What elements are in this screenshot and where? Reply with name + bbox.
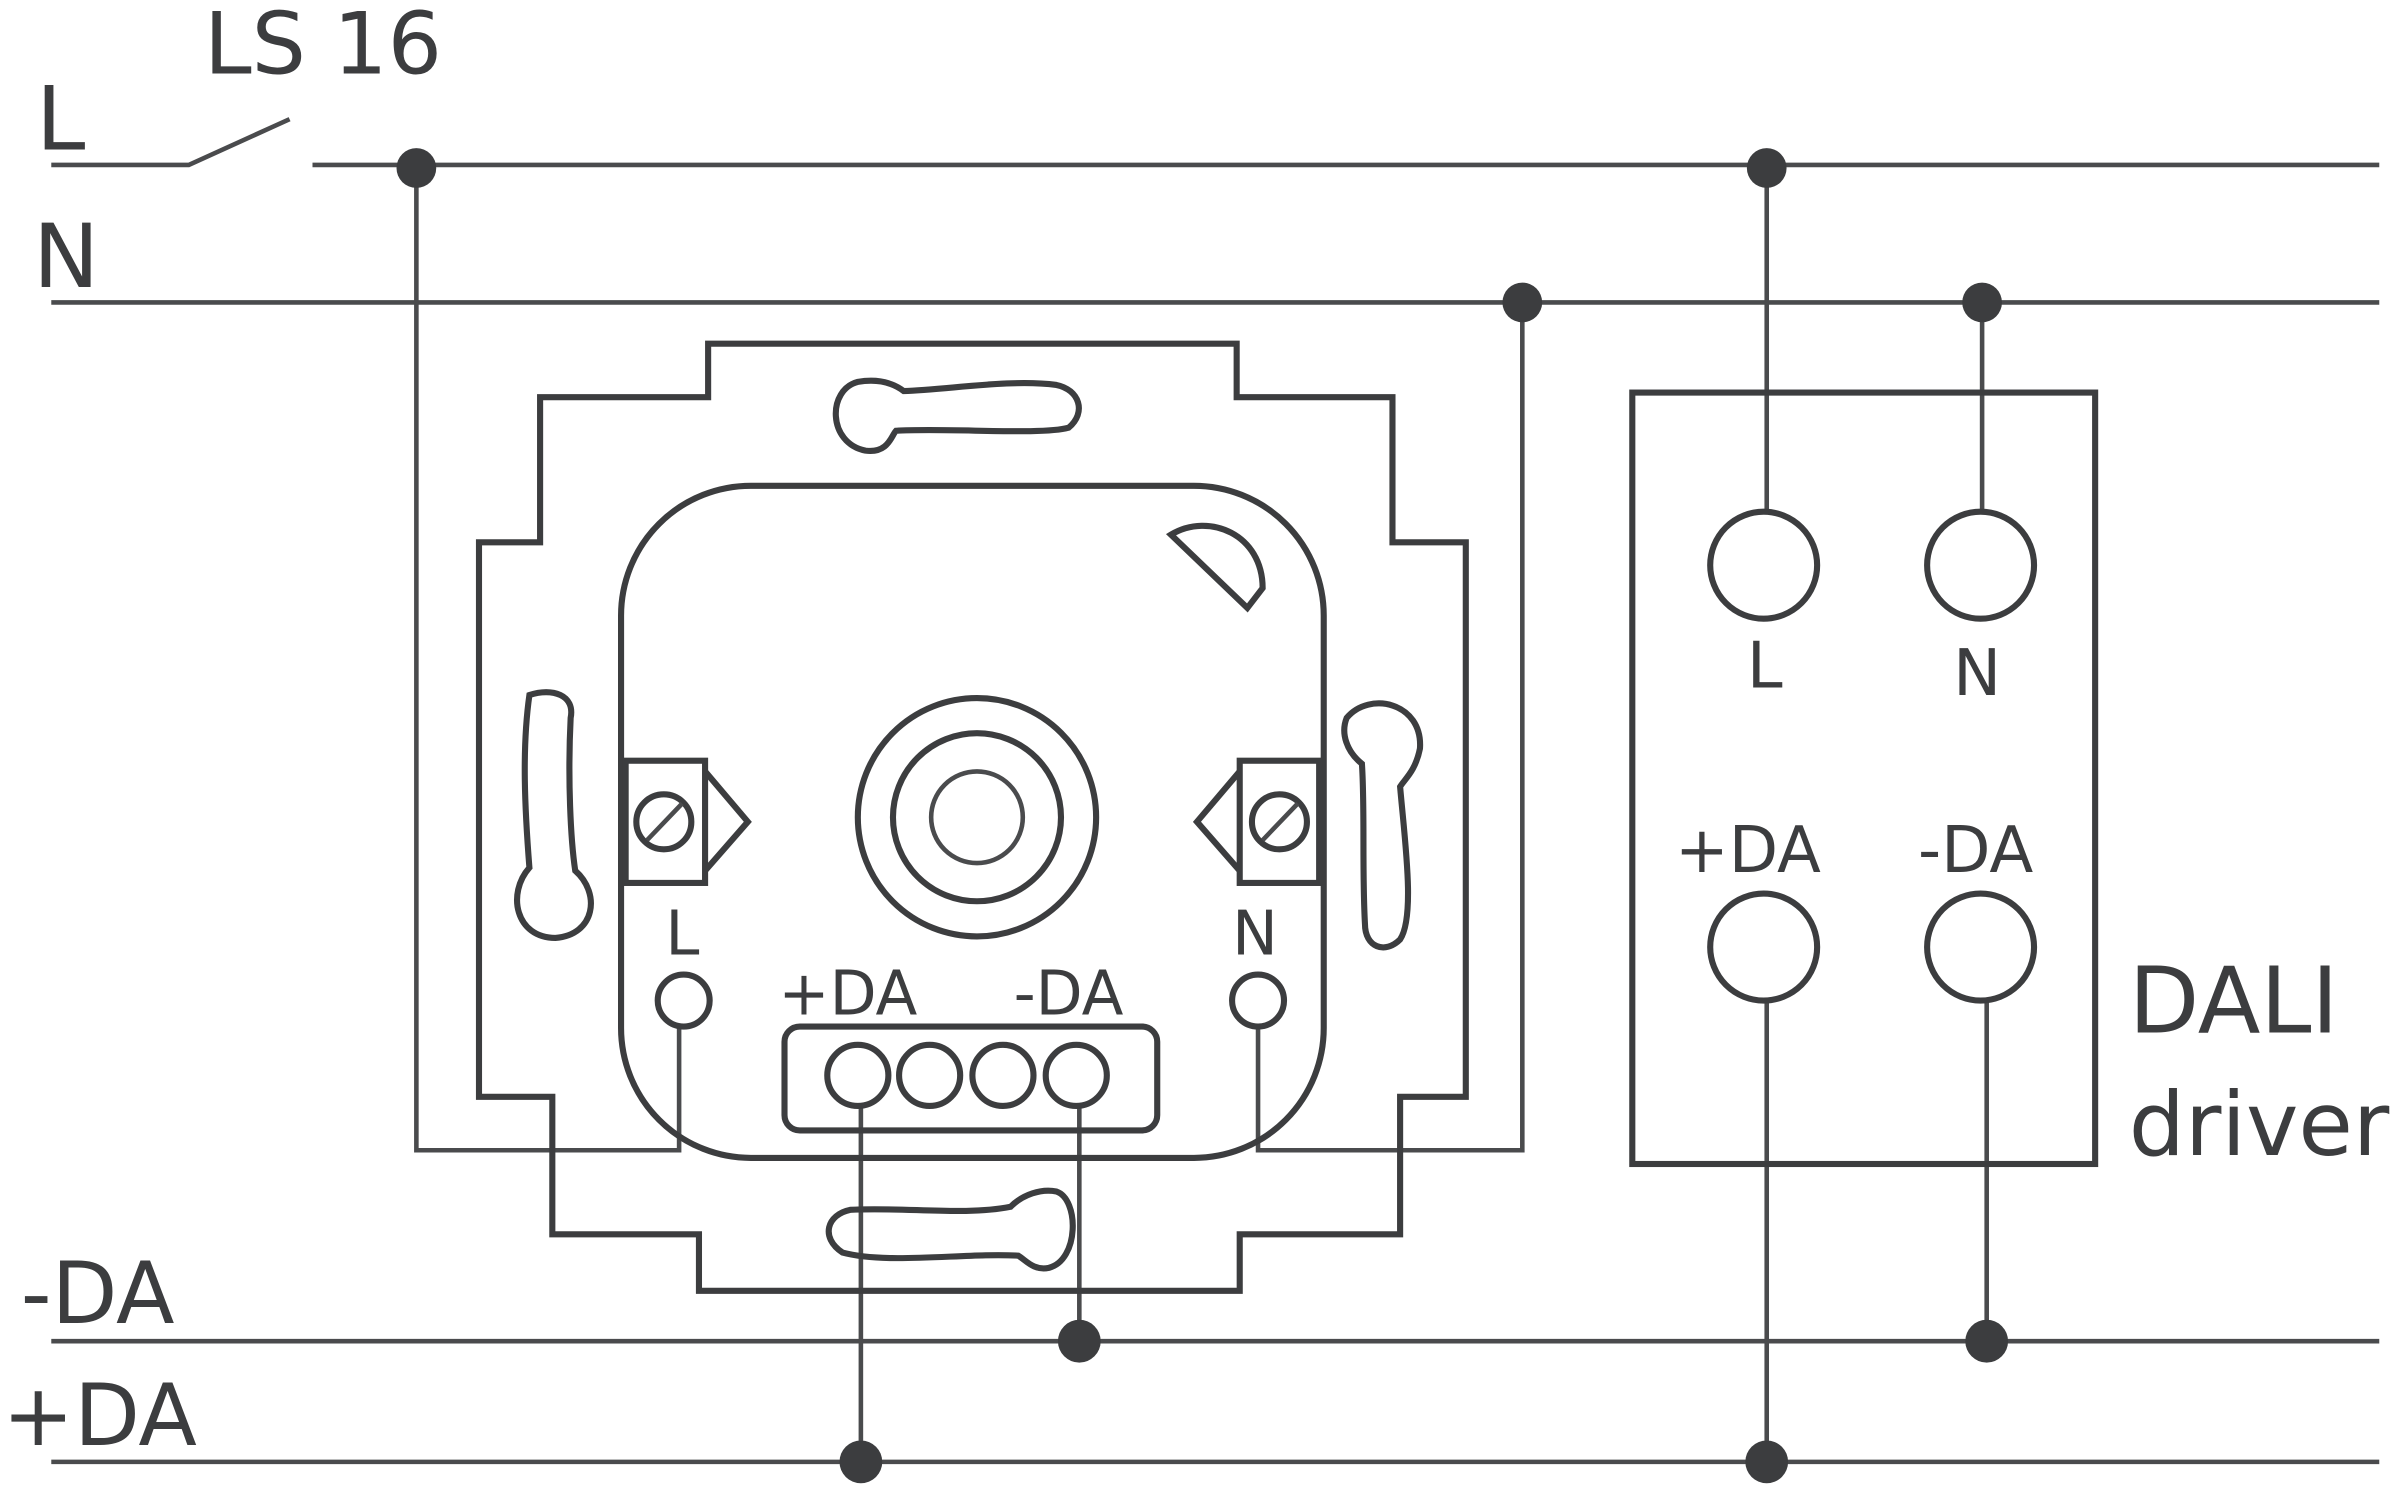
dimmer-label-plus-da: +DA (778, 958, 917, 1029)
screw-icon (633, 791, 695, 853)
dimmer-body (618, 482, 1327, 1161)
driver-terminal-minus-da (1924, 890, 2038, 1004)
dimmer-label-L: L (665, 899, 699, 970)
dali-terminal-block (781, 1023, 1161, 1134)
line-L-with-switch (51, 117, 291, 168)
driver-box (1629, 389, 2099, 1168)
driver-subtitle: driver (2129, 1073, 2390, 1176)
knob-shaft (928, 769, 1026, 866)
wires (414, 168, 1989, 1462)
dali-driver: L N +DA -DA DALI driver (1629, 389, 2390, 1176)
label-N: N (33, 205, 99, 308)
driver-terminal-plus-da (1707, 890, 1821, 1004)
driver-label-plus-da: +DA (1675, 813, 1821, 888)
driver-terminal-N (1924, 508, 2038, 622)
knob-ring (889, 730, 1065, 905)
screw-icon (1248, 791, 1310, 853)
terminal-L (654, 971, 713, 1030)
junction-dots (396, 148, 2009, 1484)
bus-lines (51, 117, 2380, 1465)
slot-top (832, 377, 1082, 454)
label-plus-da: +DA (2, 1367, 197, 1466)
driver-label-N: N (1953, 636, 2001, 711)
label-minus-da: -DA (21, 1245, 175, 1344)
label-L: L (36, 68, 85, 171)
mounting-frame (475, 340, 1469, 1294)
screw-terminal-right (1192, 757, 1323, 886)
screw-terminal-left (622, 757, 752, 886)
driver-label-minus-da: -DA (1918, 813, 2033, 888)
label-breaker: LS 16 (204, 0, 442, 94)
knob-outer (854, 695, 1100, 940)
driver-title: DALI (2129, 948, 2339, 1055)
driver-label-L: L (1747, 628, 1783, 703)
driver-terminal-L (1707, 508, 1821, 622)
slot-bottom (825, 1187, 1076, 1272)
dali-dimmer-insert: L N +DA -DA (475, 340, 1469, 1294)
slot-right (1341, 700, 1424, 951)
terminal-N (1229, 971, 1288, 1030)
dimmer-label-minus-da: -DA (1014, 958, 1124, 1029)
slot-left (514, 689, 594, 941)
dimmer-label-N: N (1232, 899, 1278, 970)
indicator-mark (1165, 522, 1266, 613)
